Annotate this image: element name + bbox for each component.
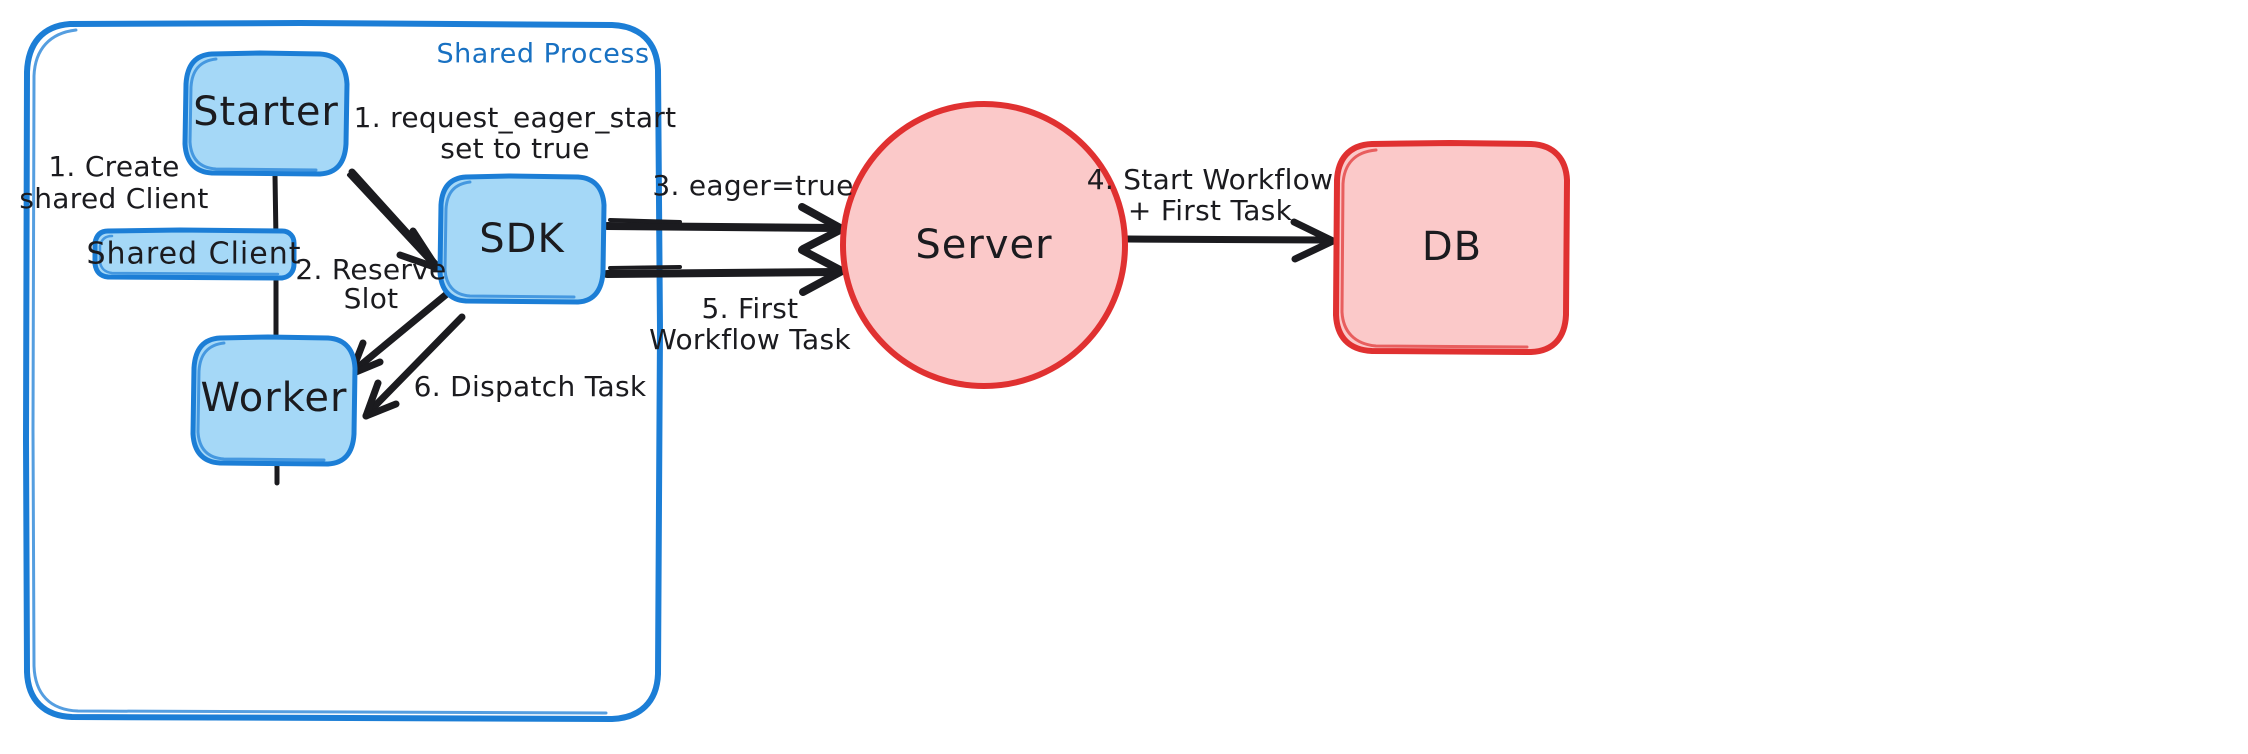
- connector-request-eager-start: [347, 168, 441, 272]
- node-db[interactable]: DB: [1333, 140, 1570, 355]
- node-db-fill: [1336, 144, 1567, 352]
- node-starter-fill: [185, 54, 347, 174]
- node-shared-client[interactable]: Shared Client: [86, 227, 301, 281]
- edge-label-line1: 5. First: [702, 292, 799, 325]
- shared-process-border: [23, 20, 663, 722]
- edge-label-dispatch-task: 6. Dispatch Task: [414, 370, 647, 403]
- edge-label-line2: shared Client: [19, 182, 208, 215]
- node-server-fill: [843, 104, 1125, 386]
- node-sdk-fill: [440, 177, 604, 302]
- edge-label-line2: + First Task: [1128, 194, 1293, 227]
- node-sdk-border: [437, 173, 607, 305]
- node-shared-client-fill: [95, 231, 294, 278]
- node-shared-client-label: Shared Client: [86, 237, 301, 272]
- edge-label-eager-true: 3. eager=true: [652, 169, 853, 202]
- shared-process-label: Shared Process: [436, 39, 649, 70]
- edge-label-line2: set to true: [440, 132, 589, 165]
- edge-label-line1: 1. request_eager_start: [354, 101, 677, 134]
- edge-label-create-shared-client: 1. Create shared Client: [19, 150, 208, 215]
- edge-label-line2: Workflow Task: [649, 323, 851, 356]
- group-shared-process: Shared Process: [23, 20, 663, 722]
- node-starter-border: [182, 50, 350, 177]
- edge-label-line1: 2. Reserve: [295, 253, 446, 286]
- node-server[interactable]: Server: [840, 101, 1128, 389]
- node-worker-fill: [193, 338, 355, 464]
- edge-label-line1: 1. Create: [48, 150, 179, 183]
- node-db-label: DB: [1422, 224, 1482, 270]
- edge-label-reserve-slot: 2. Reserve Slot: [295, 253, 446, 315]
- edge-label-first-workflow-task: 5. First Workflow Task: [649, 292, 851, 356]
- node-db-border: [1333, 140, 1570, 355]
- node-shared-client-border: [92, 227, 297, 281]
- edge-label-line1: 3. eager=true: [652, 169, 853, 202]
- node-worker-label: Worker: [201, 375, 348, 421]
- edge-label-start-workflow: 4. Start Workflow + First Task: [1087, 163, 1334, 227]
- edge-label-line1: 4. Start Workflow: [1087, 163, 1334, 196]
- node-sdk-label: SDK: [479, 216, 565, 262]
- shared-process-border-sketch: [31, 28, 608, 715]
- edge-label-request-eager-start: 1. request_eager_start set to true: [354, 101, 677, 165]
- edge-label-line2: Slot: [344, 282, 399, 315]
- edge-label-line1: 6. Dispatch Task: [414, 370, 647, 403]
- connector-first-workflow-task: [603, 246, 846, 296]
- node-starter[interactable]: Starter: [182, 50, 350, 177]
- connector-dispatch-task: [362, 313, 466, 420]
- node-worker[interactable]: Worker: [190, 334, 358, 467]
- node-sdk[interactable]: SDK: [437, 173, 607, 305]
- connector-eager-true: [603, 203, 846, 253]
- connector-start-workflow: [1124, 218, 1337, 263]
- node-server-label: Server: [915, 222, 1052, 268]
- node-starter-label: Starter: [193, 89, 339, 135]
- node-worker-border: [190, 334, 358, 467]
